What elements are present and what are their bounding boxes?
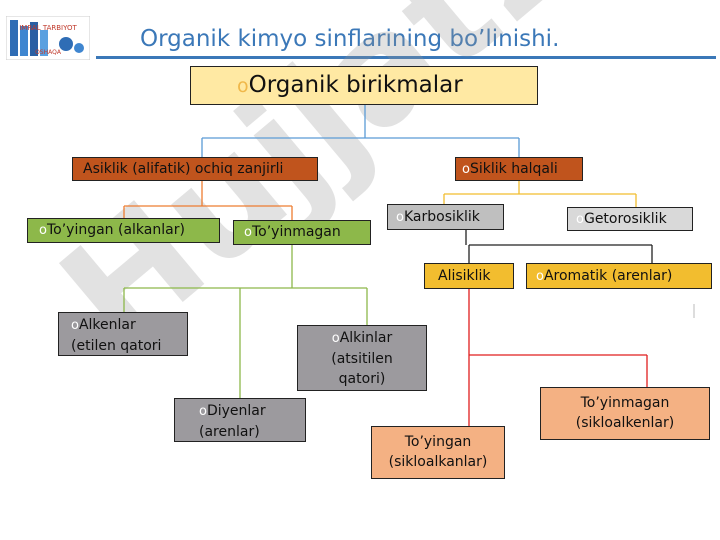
node-cyclic: oSiklik halqali	[455, 157, 583, 181]
node-label: To’yinmagan	[251, 224, 341, 240]
node-label: Asiklik (alifatik) ochiq zanjirli	[83, 161, 284, 177]
node-alkenes: oAlkenlar (etilen qatori	[58, 312, 188, 356]
bullet-icon: o	[576, 212, 584, 227]
bullet-icon: o	[462, 162, 470, 177]
node-heterocyclic: oGetorosiklik	[567, 207, 693, 231]
node-cycloalkanes: To’yingan (sikloalkanlar)	[371, 426, 505, 479]
node-label-line2: (etilen qatori	[71, 338, 162, 354]
node-label-line3: qatori)	[338, 371, 386, 387]
node-alkynes: oAlkinlar (atsitilen qatori)	[297, 325, 427, 391]
page-title: Organik kimyo sinflarining bo’linishi.	[140, 26, 560, 52]
title-underline	[96, 56, 716, 59]
node-unsaturated: oTo’yinmagan	[233, 220, 371, 245]
school-logo: IMRAL TARBIYOT OSHAQA	[5, 15, 91, 61]
node-dienes: oDiyenlar (arenlar)	[174, 398, 306, 442]
node-acyclic: Asiklik (alifatik) ochiq zanjirli	[72, 157, 318, 181]
node-label-line2: (atsitilen	[331, 351, 393, 367]
node-cycloalkenes: To’yinmagan (sikloalkenlar)	[540, 387, 710, 440]
bullet-icon: o	[71, 318, 79, 333]
bullet-icon: o	[237, 75, 249, 97]
node-label-line2: (sikloalkenlar)	[575, 415, 675, 431]
node-aromatic: oAromatik (arenlar)	[526, 263, 712, 289]
node-label: Karbosiklik	[403, 209, 480, 225]
bullet-icon: o	[396, 210, 404, 225]
node-carbocyclic: oKarbosiklik	[387, 204, 504, 230]
bullet-icon: o	[39, 223, 47, 238]
logo-text-bottom: OSHAQA	[35, 49, 62, 56]
node-label: Siklik halqali	[469, 161, 558, 177]
node-label: Getorosiklik	[583, 211, 667, 227]
bullet-icon: o	[244, 225, 252, 240]
node-saturated-alkanes: oTo’yingan (alkanlar)	[27, 218, 220, 243]
node-label: Alisiklik	[438, 268, 491, 284]
bullet-icon: o	[536, 269, 544, 284]
node-label: Organik birikmalar	[248, 72, 463, 98]
bullet-icon: o	[331, 331, 340, 346]
node-organic-compounds: oOrganik birikmalar	[190, 66, 538, 105]
node-label-line1: To’yinmagan	[580, 395, 670, 411]
bullet-icon: o	[199, 404, 207, 419]
node-label-line1: Diyenlar	[206, 403, 266, 419]
node-alicyclic: Alisiklik	[424, 263, 514, 289]
node-label-line2: (sikloalkanlar)	[388, 454, 488, 470]
logo-text-top: IMRAL TARBIYOT	[19, 24, 77, 32]
node-label-line1: Alkenlar	[78, 317, 136, 333]
node-label-line2: (arenlar)	[199, 424, 260, 440]
node-label: To’yingan (alkanlar)	[46, 222, 185, 238]
node-label-line1: Alkinlar	[339, 330, 393, 346]
node-label: Aromatik (arenlar)	[543, 268, 673, 284]
node-label-line1: To’yingan	[404, 434, 472, 450]
